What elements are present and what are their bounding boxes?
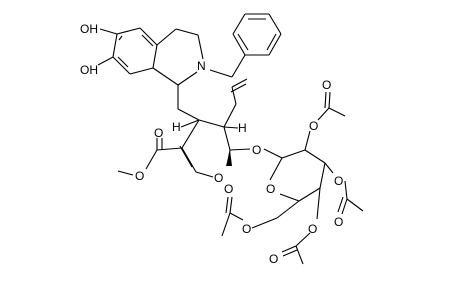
bond xyxy=(316,187,321,220)
bond xyxy=(152,67,179,86)
bond xyxy=(177,71,198,86)
bond xyxy=(197,34,204,60)
bond xyxy=(139,27,158,46)
bond xyxy=(232,33,246,56)
atom-labels: OH OH N H H O O O O O O O O O O O O O xyxy=(80,22,343,266)
bond xyxy=(229,196,233,214)
bond xyxy=(116,27,141,35)
glycosidic-oxygen: O xyxy=(252,143,261,157)
bond xyxy=(231,86,237,105)
stereo-wedge xyxy=(226,150,232,166)
sugar-ring-oxygen: O xyxy=(266,182,275,196)
bond xyxy=(229,212,244,221)
bond xyxy=(177,108,200,121)
acetate-c4-link-oxygen: O xyxy=(308,222,317,236)
bond xyxy=(279,193,300,202)
bond xyxy=(112,33,118,58)
bond xyxy=(231,54,246,78)
acetate-c3-link-oxygen: O xyxy=(334,174,343,188)
acetate-c3-carbonyl-oxygen: O xyxy=(334,215,343,229)
acetate-c6-carbonyl-oxygen: O xyxy=(224,182,233,196)
bond xyxy=(221,212,231,237)
bond xyxy=(266,33,277,51)
stereo-h-label-left: H xyxy=(172,120,181,134)
bond xyxy=(152,44,158,69)
stereo-h-label-right: H xyxy=(238,121,247,135)
bond xyxy=(281,245,297,253)
bond xyxy=(99,28,118,35)
bond xyxy=(328,107,346,117)
bond xyxy=(237,33,249,51)
bond xyxy=(198,119,225,128)
hydroxyl-label-bottom: OH xyxy=(80,63,98,77)
amine-nitrogen-label: N xyxy=(197,59,206,73)
bond xyxy=(181,119,200,149)
bond xyxy=(281,149,306,159)
bond xyxy=(141,34,154,47)
bond xyxy=(295,245,304,265)
bond xyxy=(180,119,200,128)
bond xyxy=(230,83,247,93)
acetate-c6-link-oxygen: O xyxy=(242,222,251,236)
bond xyxy=(112,56,131,75)
bond xyxy=(328,91,331,109)
bond xyxy=(117,56,129,68)
bond xyxy=(282,249,298,257)
bond xyxy=(304,149,326,164)
bond xyxy=(268,33,282,56)
bond xyxy=(344,180,348,200)
bond xyxy=(117,170,134,176)
bond xyxy=(317,107,330,121)
bond xyxy=(156,28,177,46)
bond xyxy=(223,126,231,151)
bond xyxy=(232,13,246,35)
bond xyxy=(337,196,344,213)
bond xyxy=(295,232,311,247)
bond xyxy=(195,171,214,178)
bond xyxy=(223,126,239,129)
acetate-c2-carbonyl-oxygen: O xyxy=(322,78,331,92)
bond xyxy=(263,148,283,159)
bond xyxy=(229,148,251,151)
bond xyxy=(298,187,321,202)
bond xyxy=(268,13,282,35)
bond xyxy=(181,147,197,173)
bond xyxy=(341,198,348,215)
bond xyxy=(223,103,237,128)
bond xyxy=(156,147,183,151)
bond xyxy=(251,217,278,229)
bond xyxy=(324,162,334,174)
bond xyxy=(231,78,248,88)
bond xyxy=(118,35,123,41)
bond xyxy=(269,157,283,181)
bond xyxy=(225,196,229,214)
bond xyxy=(179,145,193,168)
bond xyxy=(145,149,158,170)
bond xyxy=(346,198,364,212)
ester-methoxy-oxygen: O xyxy=(135,169,144,183)
ester-carbonyl-oxygen: O xyxy=(154,126,163,140)
bond xyxy=(276,200,300,219)
bond xyxy=(304,130,311,151)
bond xyxy=(209,69,233,78)
bond xyxy=(324,91,327,109)
bond-lines xyxy=(97,13,364,265)
pyran-ring-oxygen: O xyxy=(214,171,223,185)
hydroxyl-label-top: OH xyxy=(80,22,98,36)
bond xyxy=(319,162,326,189)
acetate-c4-carbonyl-oxygen: O xyxy=(269,252,278,266)
bond xyxy=(97,56,114,66)
acetate-c2-link-oxygen: O xyxy=(309,119,318,133)
bond xyxy=(129,67,154,75)
bond xyxy=(175,28,199,36)
